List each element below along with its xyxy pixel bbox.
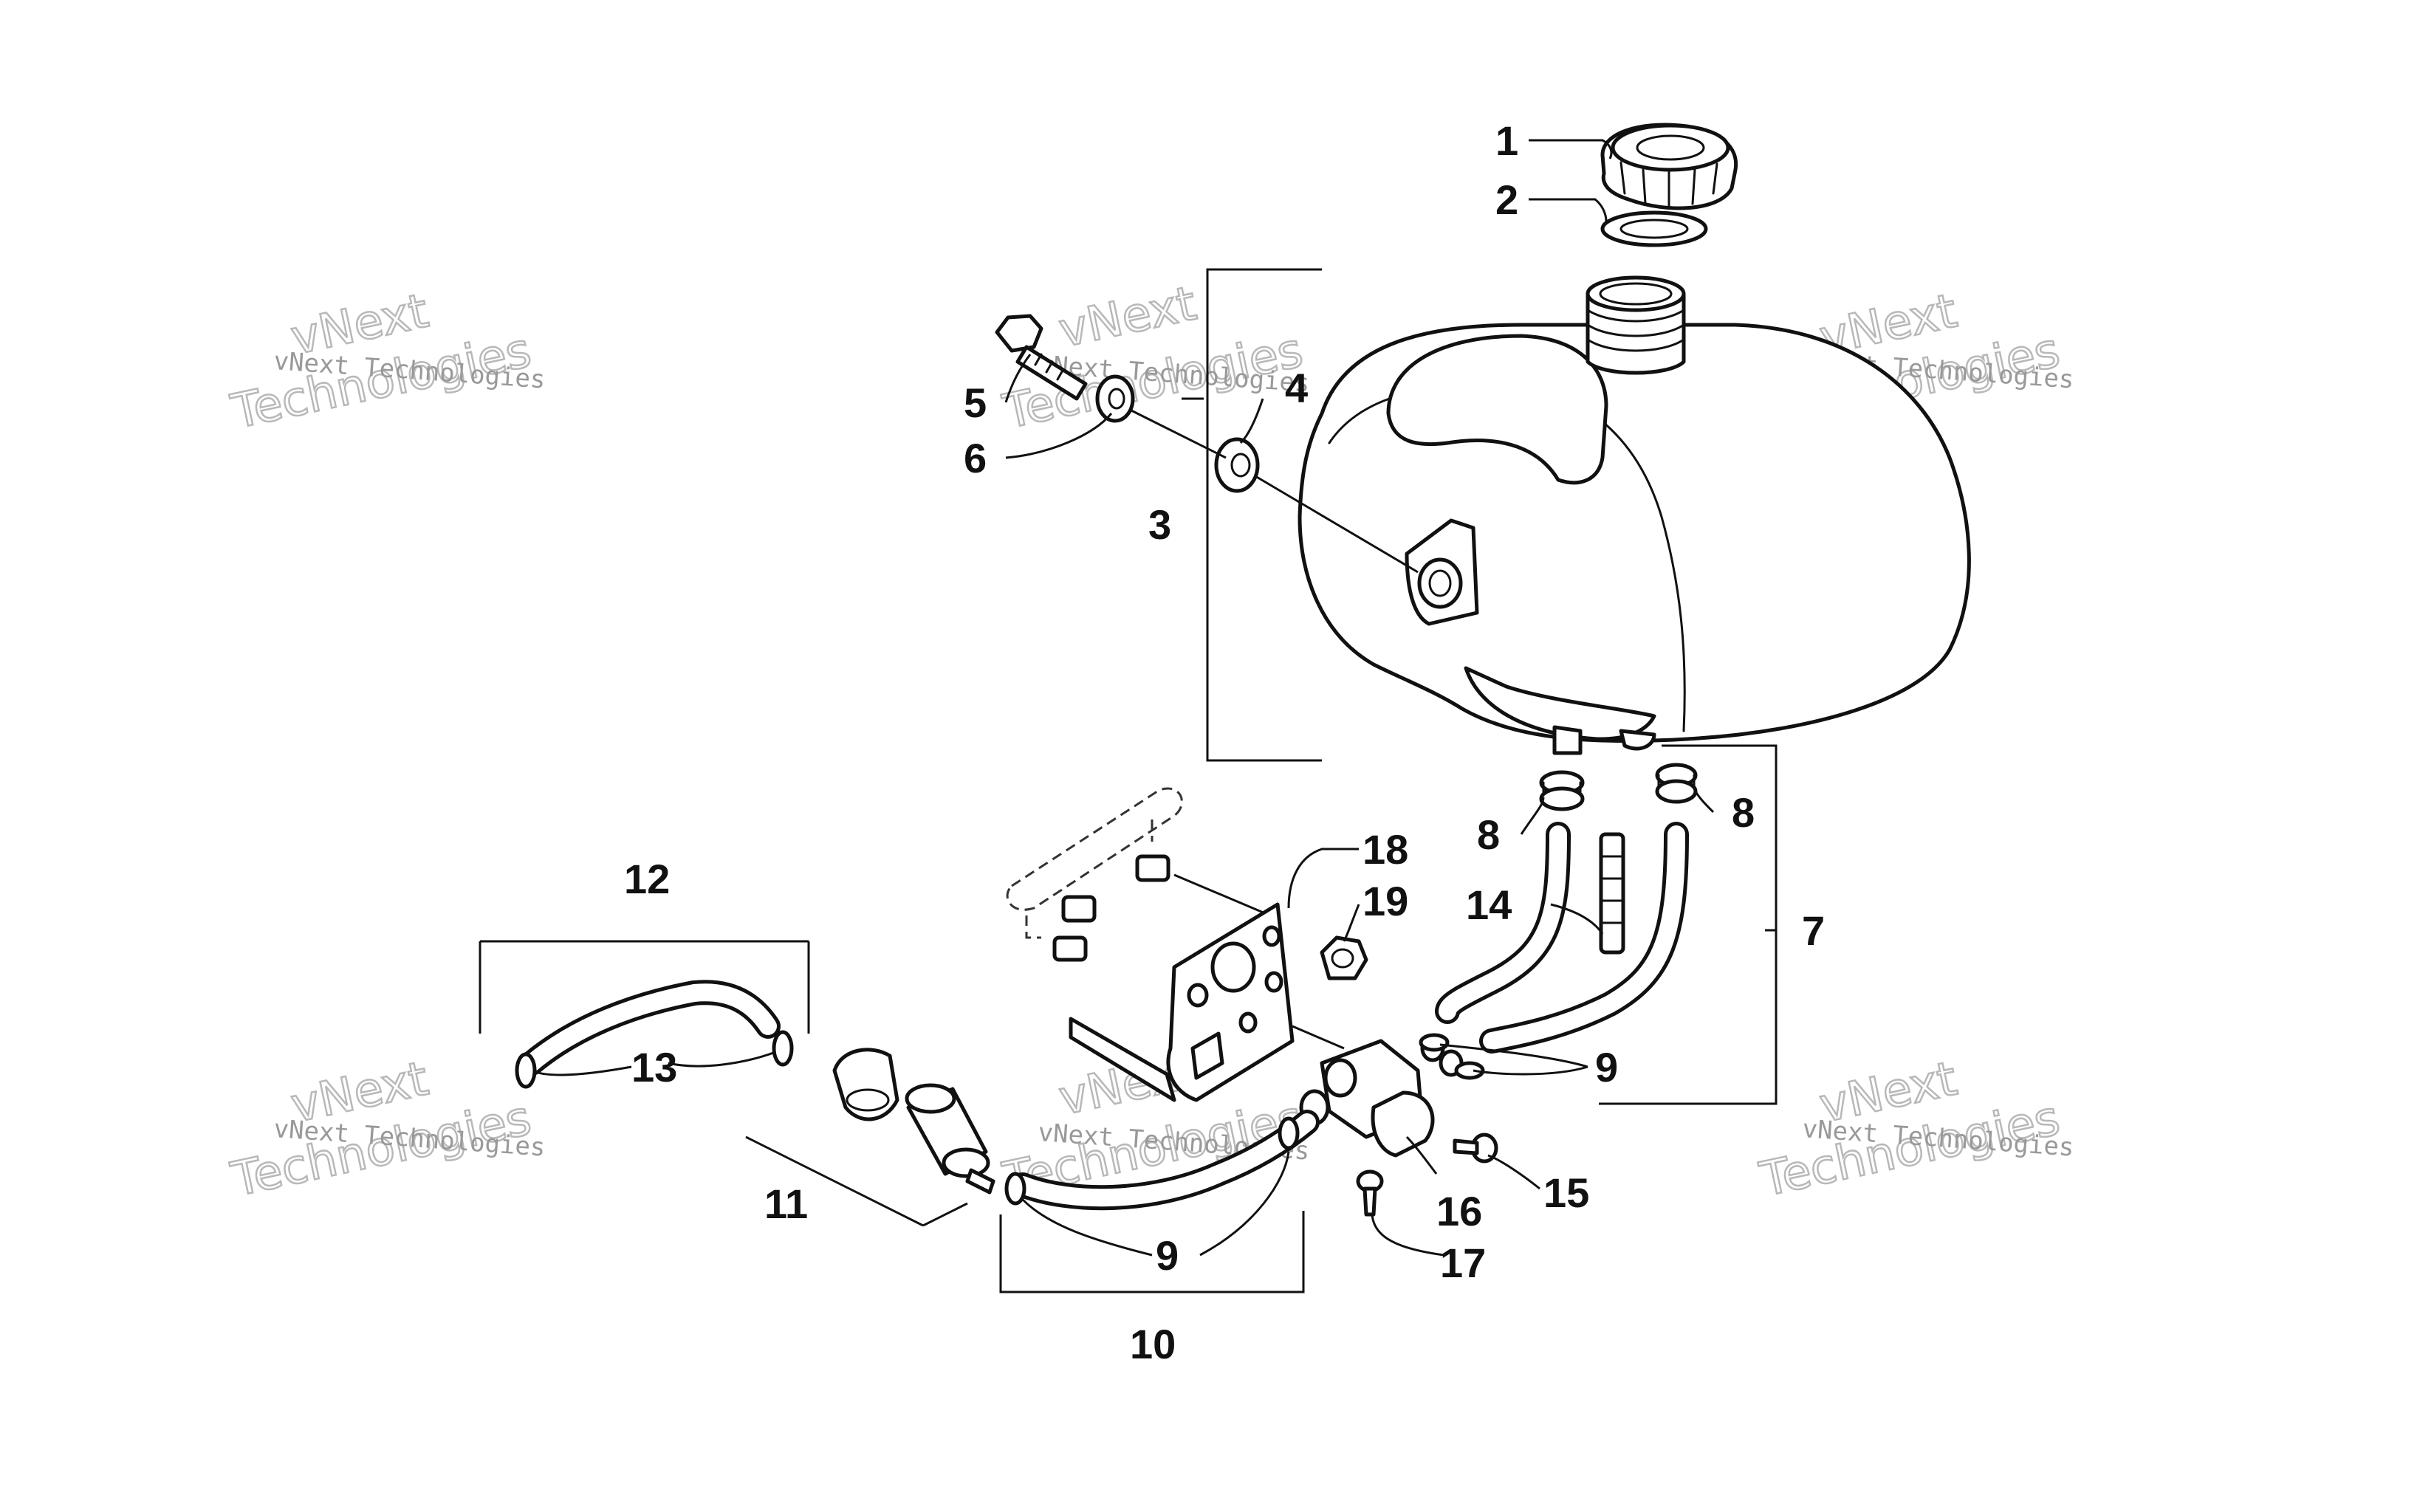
filter-clip: [832, 1048, 899, 1121]
flange-nut: [1320, 935, 1368, 980]
collar-bushing: [1095, 374, 1135, 423]
callout-13: 13: [631, 1044, 677, 1090]
small-clamp-9a: [1419, 1033, 1450, 1052]
callout-12: 12: [624, 856, 670, 902]
hose-clamp-right: [1655, 763, 1698, 804]
vent-hose-clamp-left: [515, 1052, 537, 1089]
callout-3: 3: [1148, 501, 1171, 548]
callout-18: 18: [1362, 826, 1408, 873]
mounting-bolt: [995, 314, 1088, 401]
callout-7: 7: [1802, 907, 1825, 954]
rubber-grommet: [1214, 437, 1260, 493]
callout-4: 4: [1285, 365, 1308, 411]
stud-axis-line: [1173, 873, 1271, 917]
watermark-big-text: vNext: [1055, 276, 1201, 358]
hose-10-clamp-right: [1278, 1116, 1300, 1150]
valve-screw-15: [1453, 1133, 1498, 1164]
callout-10: 10: [1130, 1321, 1176, 1367]
bracket-11: [745, 1135, 968, 1227]
callout-8-left: 8: [1477, 811, 1500, 858]
callout-5: 5: [964, 379, 987, 426]
callout-16: 16: [1436, 1188, 1482, 1234]
hardware-axis-line: [1129, 408, 1419, 574]
watermark-bottom-right: Technologies vNext vNext Technologies: [1755, 1051, 2075, 1209]
callout-8-right: 8: [1732, 789, 1755, 836]
fuel-shutoff-valve: [1299, 1034, 1464, 1158]
fuel-hose-right: [1479, 822, 1689, 1054]
vent-hose-12: [519, 980, 781, 1076]
callout-9-right: 9: [1595, 1044, 1618, 1090]
callout-1: 1: [1495, 117, 1518, 164]
frame-studs: [1052, 854, 1170, 962]
bracket-10: [999, 1211, 1305, 1293]
gas-cap: [1600, 123, 1738, 210]
bracket-12: [479, 940, 810, 1034]
hose-clamp-left: [1539, 770, 1585, 811]
leader-lines: [535, 139, 1776, 1257]
fuel-filter-screen: [1599, 832, 1625, 955]
bracket-7: [1599, 744, 1778, 1105]
watermark-top-left: Technologies vNext vNext Technologies: [226, 283, 546, 441]
frame-reference-dashed: [1006, 787, 1183, 939]
watermark-bottom-left: Technologies vNext vNext Technologies: [226, 1051, 546, 1209]
callout-2: 2: [1495, 176, 1518, 223]
callout-19: 19: [1362, 878, 1408, 924]
small-clamp-9b: [1454, 1061, 1485, 1080]
fuel-hose-10: [1010, 1110, 1320, 1211]
bracket-3: [1206, 268, 1322, 762]
vent-hose-clamp-right: [772, 1030, 794, 1067]
callout-9-lower: 9: [1156, 1232, 1179, 1279]
valve-mounting-bracket: [1069, 902, 1295, 1102]
valve-screw-17: [1356, 1169, 1384, 1217]
callout-6: 6: [964, 435, 987, 481]
callout-labels: 1 2 3 4 5 6 7 8 8 9 9 10 11 12 13 14 15 …: [624, 117, 1825, 1367]
fuel-hose-left: [1435, 822, 1571, 1024]
callout-14: 14: [1466, 882, 1512, 928]
cap-gasket: [1600, 210, 1708, 247]
hose-10-clamp-left: [1004, 1172, 1026, 1206]
callout-11: 11: [764, 1181, 808, 1227]
callout-17: 17: [1440, 1240, 1486, 1286]
fuel-tank: [1298, 275, 1971, 755]
callout-15: 15: [1543, 1169, 1589, 1216]
inline-fuel-filter: [905, 1083, 995, 1195]
bracket-axis-line: [1292, 1025, 1345, 1050]
